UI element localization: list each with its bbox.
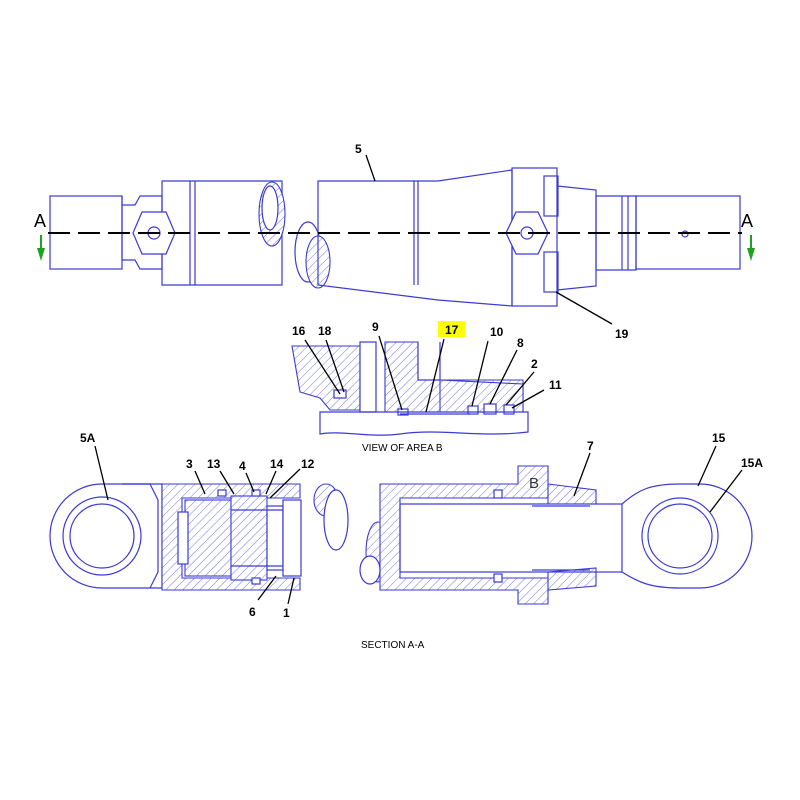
callout-4[interactable]: 4: [239, 459, 246, 473]
callout-14[interactable]: 14: [270, 457, 284, 471]
callout-16[interactable]: 16: [292, 324, 306, 338]
callout-5[interactable]: 5: [355, 142, 362, 156]
callout-12[interactable]: 12: [301, 457, 315, 471]
section-marker-right: A: [741, 211, 753, 231]
rod: [399, 503, 623, 573]
callout-2[interactable]: 2: [531, 357, 538, 371]
callout-15A[interactable]: 15A: [741, 456, 763, 470]
callout-13[interactable]: 13: [207, 457, 221, 471]
callout-9[interactable]: 9: [372, 320, 379, 334]
callout-6[interactable]: 6: [249, 605, 256, 619]
section-a-a-view: B SECTION A-A: [49, 465, 753, 651]
callout-17[interactable]: 17: [445, 323, 459, 337]
section-marker-left: A: [34, 211, 46, 231]
callout-5A[interactable]: 5A: [80, 431, 96, 445]
section-caption: SECTION A-A: [361, 640, 425, 651]
callout-3[interactable]: 3: [186, 457, 193, 471]
callout-1[interactable]: 1: [283, 606, 290, 620]
callout-8[interactable]: 8: [517, 336, 524, 350]
callout-11[interactable]: 11: [549, 378, 562, 392]
callout-15[interactable]: 15: [712, 431, 726, 445]
callout-10[interactable]: 10: [490, 325, 504, 339]
area-b-marker: B: [529, 475, 539, 492]
piston: [184, 499, 232, 577]
section-arrow-right: [747, 248, 755, 261]
highlight-17: [438, 321, 465, 337]
section-callouts: 5A 3 13 4 14 12 6 1 7 15 15A: [80, 431, 763, 620]
cylinder-exterior-view: A A: [34, 167, 755, 307]
section-arrow-left: [37, 248, 45, 261]
view-of-area-b: VIEW OF AREA B: [291, 341, 529, 454]
view-b-caption: VIEW OF AREA B: [362, 443, 443, 454]
exterior-callouts: 5 19: [355, 142, 629, 341]
view-b-callouts: 16 18 9 17 10 8 2 11: [292, 320, 562, 413]
callout-19[interactable]: 19: [615, 327, 629, 341]
callout-18[interactable]: 18: [318, 324, 332, 338]
callout-7[interactable]: 7: [587, 439, 594, 453]
